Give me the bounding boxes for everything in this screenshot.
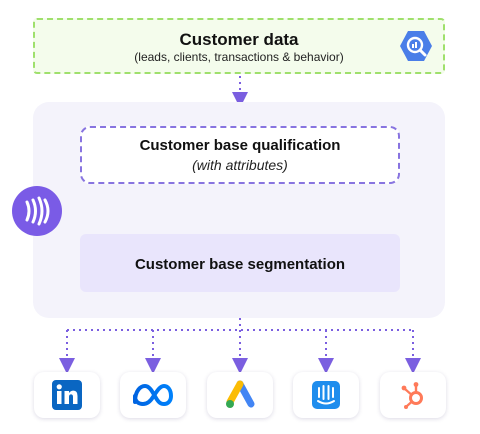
meta-tile — [120, 372, 186, 418]
google-ads-tile — [207, 372, 273, 418]
qualification-subtitle: (with attributes) — [192, 157, 288, 173]
qualification-box — [80, 126, 400, 184]
hubspot-icon — [401, 382, 423, 409]
customer-data-title: Customer data — [179, 30, 299, 49]
brand-logo-icon — [12, 186, 62, 236]
meta-icon — [133, 384, 173, 406]
bigquery-icon — [399, 30, 433, 62]
intercom-icon — [312, 381, 340, 409]
linkedin-icon — [52, 380, 82, 410]
customer-data-subtitle: (leads, clients, transactions & behavior… — [134, 50, 344, 64]
customer-data-box — [33, 18, 445, 74]
segmentation-title: Customer base segmentation — [134, 256, 346, 273]
qualification-title: Customer base qualification — [139, 137, 341, 154]
segmentation-box — [80, 234, 400, 292]
google-ads-icon — [226, 380, 255, 408]
linkedin-tile — [34, 372, 100, 418]
intercom-tile — [293, 372, 359, 418]
hubspot-tile — [380, 372, 446, 418]
